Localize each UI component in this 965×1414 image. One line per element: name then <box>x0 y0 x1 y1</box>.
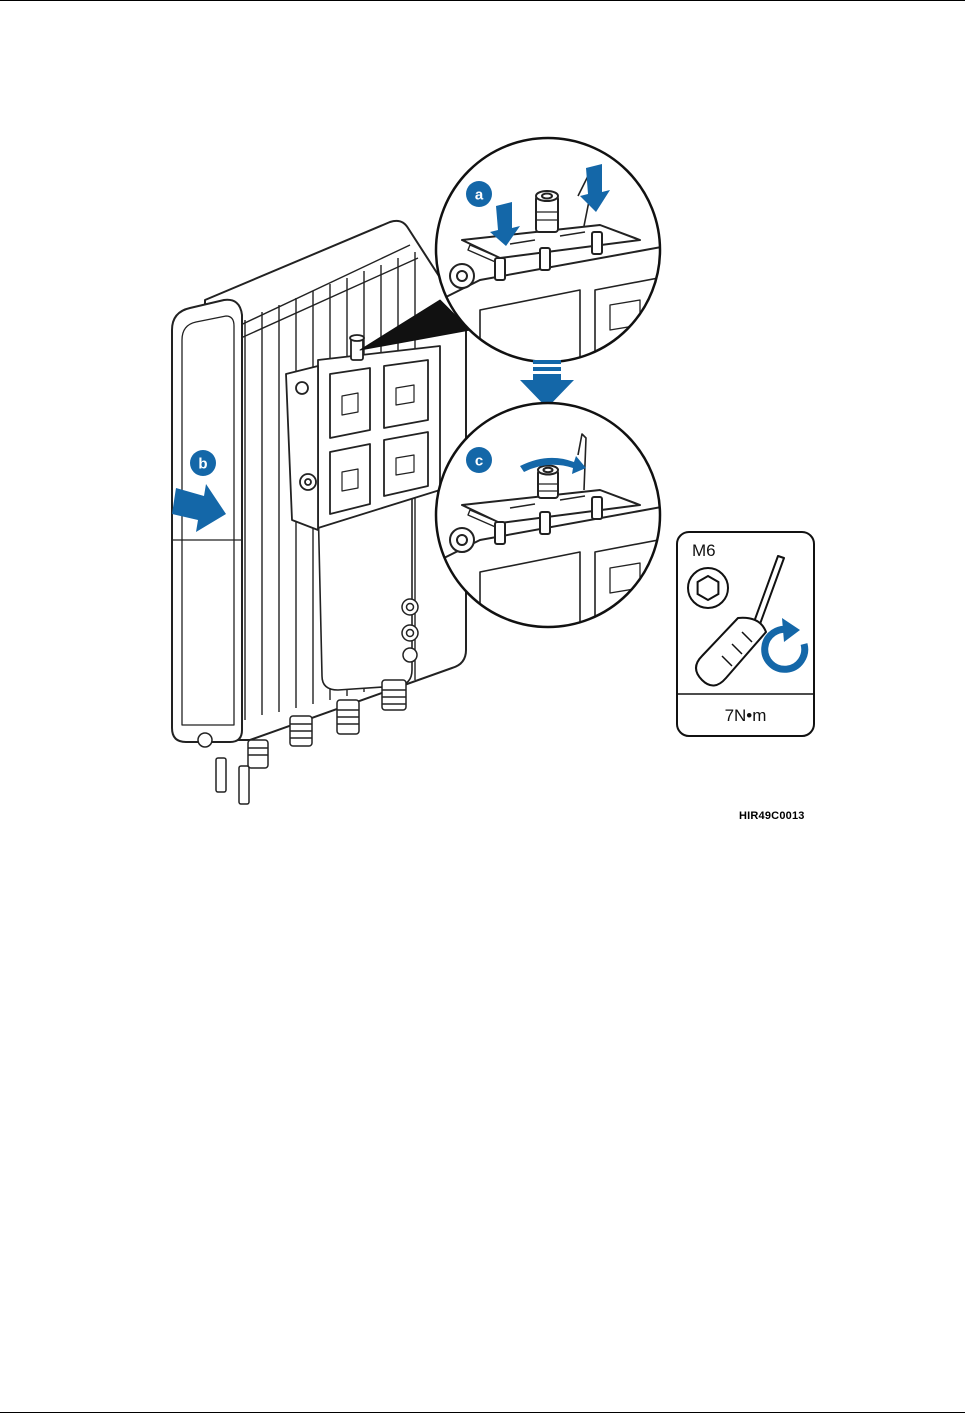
installation-figure: a <box>0 0 965 900</box>
footer-rule <box>0 1412 965 1413</box>
step-label-b: b <box>198 456 207 473</box>
side-connectors <box>402 599 418 662</box>
step-badge-c: c <box>466 447 492 473</box>
step-badge-a: a <box>466 181 492 207</box>
figure-code: HIR49C0013 <box>739 810 805 822</box>
torque-value: 7N•m <box>725 706 767 725</box>
detail-view-a: a <box>430 130 700 380</box>
detail-view-c: c <box>430 395 700 640</box>
step-label-a: a <box>475 187 484 204</box>
hex-bolt-icon <box>688 568 728 608</box>
step-badge-b: b <box>190 450 216 476</box>
bolt-size-label: M6 <box>692 541 716 560</box>
down-arrow-icon <box>520 360 574 408</box>
torque-spec-box: M6 7N•m <box>677 532 814 736</box>
step-label-c: c <box>475 453 483 470</box>
